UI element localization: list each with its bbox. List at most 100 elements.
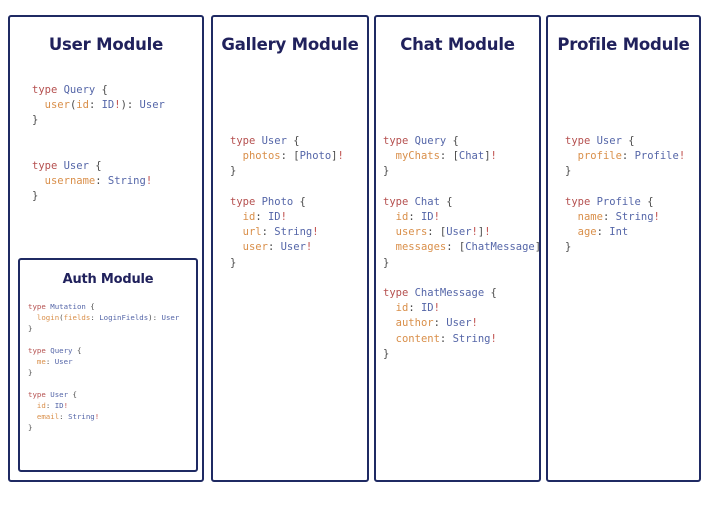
- code-token: type: [383, 135, 415, 147]
- code-token: {: [72, 346, 82, 355]
- code-token: !: [433, 302, 440, 315]
- code-token: type: [230, 195, 262, 208]
- code-token: myChats: [395, 150, 440, 163]
- code-token: Profile: [596, 195, 641, 208]
- code-line: [565, 180, 685, 195]
- code-token: :: [59, 412, 69, 421]
- code-token: {: [640, 195, 654, 208]
- code-token: !: [305, 241, 313, 254]
- code-token: !: [653, 211, 660, 224]
- code-line: author: User!: [383, 316, 539, 331]
- code-token: {: [286, 135, 300, 147]
- code-token: ID: [101, 99, 115, 112]
- code-token: !: [471, 317, 478, 330]
- code-token: login: [36, 313, 60, 322]
- code-line: user: User!: [230, 240, 344, 255]
- code-token: url: [242, 226, 262, 239]
- code-token: (: [59, 313, 64, 322]
- code-token: User: [161, 313, 180, 322]
- code-line: id: ID!: [230, 210, 344, 225]
- code-token: content: [395, 332, 440, 345]
- panel-title-user: User Module: [48, 35, 164, 54]
- code-line: [383, 271, 539, 286]
- code-token: !: [484, 226, 491, 239]
- code-token: [383, 211, 396, 223]
- code-line: }: [28, 422, 179, 433]
- code-line: type User {: [230, 134, 344, 149]
- code-token: profile: [577, 150, 622, 163]
- code-token: Mutation: [50, 302, 86, 311]
- code-token: :: [439, 332, 453, 345]
- code-token: }: [32, 190, 39, 203]
- code-token: ID: [54, 401, 64, 410]
- panel-gallery-module[interactable]: Gallery Module type User { photos: [Phot…: [211, 15, 369, 482]
- code-token: }: [383, 165, 390, 178]
- code-token: }: [28, 368, 33, 377]
- code-token: :: [596, 226, 610, 239]
- code-token: {: [484, 287, 497, 300]
- code-token: {: [88, 160, 102, 173]
- code-token: !: [678, 150, 686, 163]
- code-line: }: [32, 113, 165, 128]
- code-line: name: String!: [565, 210, 685, 225]
- code-line: }: [230, 256, 344, 271]
- code-token: [565, 226, 578, 238]
- code-line: [28, 378, 179, 389]
- code-line: users: [User!]!: [383, 225, 539, 240]
- code-token: {: [621, 135, 635, 147]
- code-token: Profile: [634, 150, 679, 163]
- code-token: [383, 150, 396, 162]
- code-token: photos: [242, 150, 281, 163]
- code-token: !: [94, 412, 100, 421]
- code-token: }: [383, 347, 390, 360]
- code-line: id: ID!: [383, 301, 539, 316]
- code-token: !: [433, 211, 440, 224]
- code-line: }: [383, 164, 539, 179]
- code-token: ):: [148, 313, 162, 322]
- code-token: [565, 150, 578, 162]
- code-line: type Query {: [383, 134, 539, 149]
- code-token: : [: [439, 150, 459, 163]
- code-line: }: [32, 189, 165, 204]
- code-token: type: [565, 135, 597, 147]
- code-token: [383, 317, 396, 329]
- code-token: :: [261, 226, 275, 239]
- code-token: Query: [414, 135, 447, 147]
- code-line: }: [383, 347, 539, 362]
- code-token: : [: [446, 241, 466, 254]
- code-token: id: [36, 401, 46, 410]
- code-token: Int: [609, 226, 629, 239]
- code-token: {: [446, 135, 459, 147]
- code-token: }: [565, 165, 572, 178]
- code-token: type: [565, 195, 597, 208]
- code-token: User: [50, 390, 69, 399]
- code-token: ChatMessage: [414, 287, 485, 300]
- code-line: type Chat {: [383, 195, 539, 210]
- code-token: fields: [63, 313, 91, 322]
- code-token: [383, 333, 396, 345]
- code-token: [28, 313, 37, 322]
- code-token: Chat: [414, 195, 440, 208]
- code-token: String: [107, 175, 146, 188]
- panel-user-module[interactable]: User Module type Query { user(id: ID!): …: [8, 15, 204, 482]
- code-line: }: [565, 240, 685, 255]
- panel-title-profile: Profile Module: [557, 35, 690, 54]
- panel-auth-module[interactable]: Auth Module type Mutation { login(fields…: [18, 258, 198, 472]
- code-token: user: [44, 99, 70, 112]
- code-token: {: [293, 195, 306, 208]
- code-token: :: [255, 211, 268, 224]
- code-token: id: [242, 211, 256, 224]
- panel-chat-module[interactable]: Chat Module type Query { myChats: [Chat]…: [374, 15, 541, 482]
- code-line: type Query {: [32, 83, 165, 98]
- panel-profile-module[interactable]: Profile Module type User { profile: Prof…: [546, 15, 701, 482]
- code-token: String: [615, 211, 654, 224]
- code-token: Chat: [458, 150, 485, 163]
- code-line: login(fields: LoginFields): User: [28, 312, 179, 323]
- code-token: User: [446, 317, 472, 330]
- code-token: {: [95, 84, 108, 96]
- code-token: ID: [420, 211, 434, 224]
- code-token: type: [32, 160, 64, 173]
- code-token: type: [383, 287, 415, 300]
- code-token: id: [395, 211, 409, 224]
